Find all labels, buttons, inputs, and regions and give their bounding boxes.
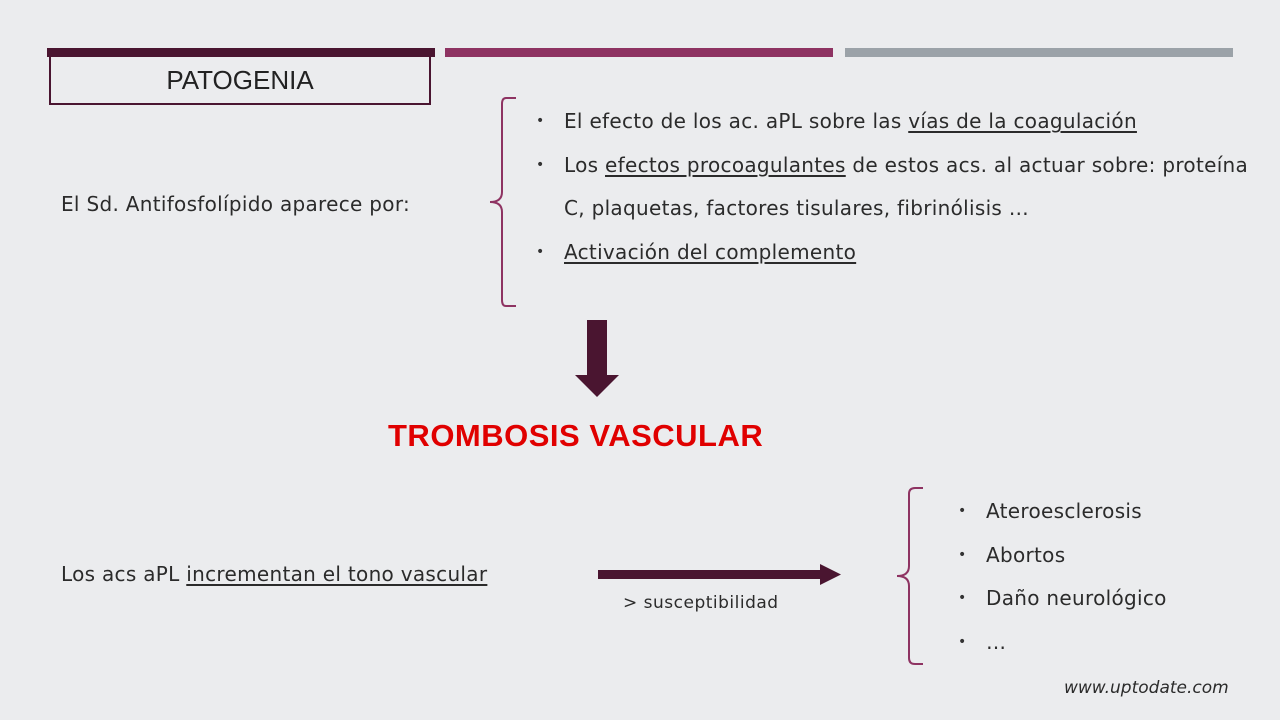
item-text: … [986,629,1007,654]
bullet-dot: • [958,590,967,606]
item-text: Los [564,152,606,177]
section2-list-item: • Abortos [958,534,1258,578]
bullet-dot: • [958,503,967,519]
arrow-label: > susceptibilidad [623,593,779,613]
section1-list-item: • Activación del complemento [536,231,1256,275]
section1-list-item: • Los efectos procoagulantes de estos acs… [536,144,1256,231]
left-brace-icon [489,97,516,307]
section1-lead: El Sd. Antifosfolípido aparece por: [61,192,411,216]
underlined-text: vías de la coagulación [908,109,1137,133]
item-text: Abortos [986,542,1066,567]
bullet-dot: • [536,243,545,260]
section2-list-item: • Ateroesclerosis [958,490,1258,534]
bullet-dot: • [958,633,967,650]
bullet-dot: • [536,156,545,173]
left-brace-icon [896,487,923,665]
item-text: de estos acs. al actuar sobre: proteína … [564,152,1249,221]
header-bar-gray [845,48,1233,57]
headline: TROMBOSIS VASCULAR [388,418,764,453]
down-arrow-icon [575,320,619,397]
bullet-dot: • [536,113,545,129]
section1-list-item: • El efecto de los ac. aPL sobre las vías… [536,100,1256,144]
item-text: Daño neurológico [986,586,1167,610]
underlined-text: Activación del complemento [564,239,857,264]
section2-list-item: •… [958,621,1258,665]
section2-lead: Los acs aPL incrementan el tono vascular [61,562,487,586]
section2-list: • Ateroesclerosis • Abortos • Daño neurológic… [958,490,1258,664]
slide-title: PATOGENIA [49,57,431,105]
item-text: El efecto de los ac. aPL sobre las [564,109,909,133]
right-arrow-icon [598,564,841,585]
slide-title-text: PATOGENIA [166,64,314,95]
section1-list: • El efecto de los ac. aPL sobre las vías… [536,100,1256,274]
underlined-text: efectos procoagulantes [605,152,846,177]
header-bar-dark [47,48,435,57]
source-credit: www.uptodate.com [1064,678,1229,698]
header-bar-magenta [445,48,833,57]
section2-lead-prefix: Los acs aPL [61,562,187,586]
section2-lead-underlined: incrementan el tono vascular [186,562,488,586]
item-text: Ateroesclerosis [986,499,1142,523]
bullet-dot: • [958,546,967,563]
section2-list-item: • Daño neurológico [958,577,1258,621]
